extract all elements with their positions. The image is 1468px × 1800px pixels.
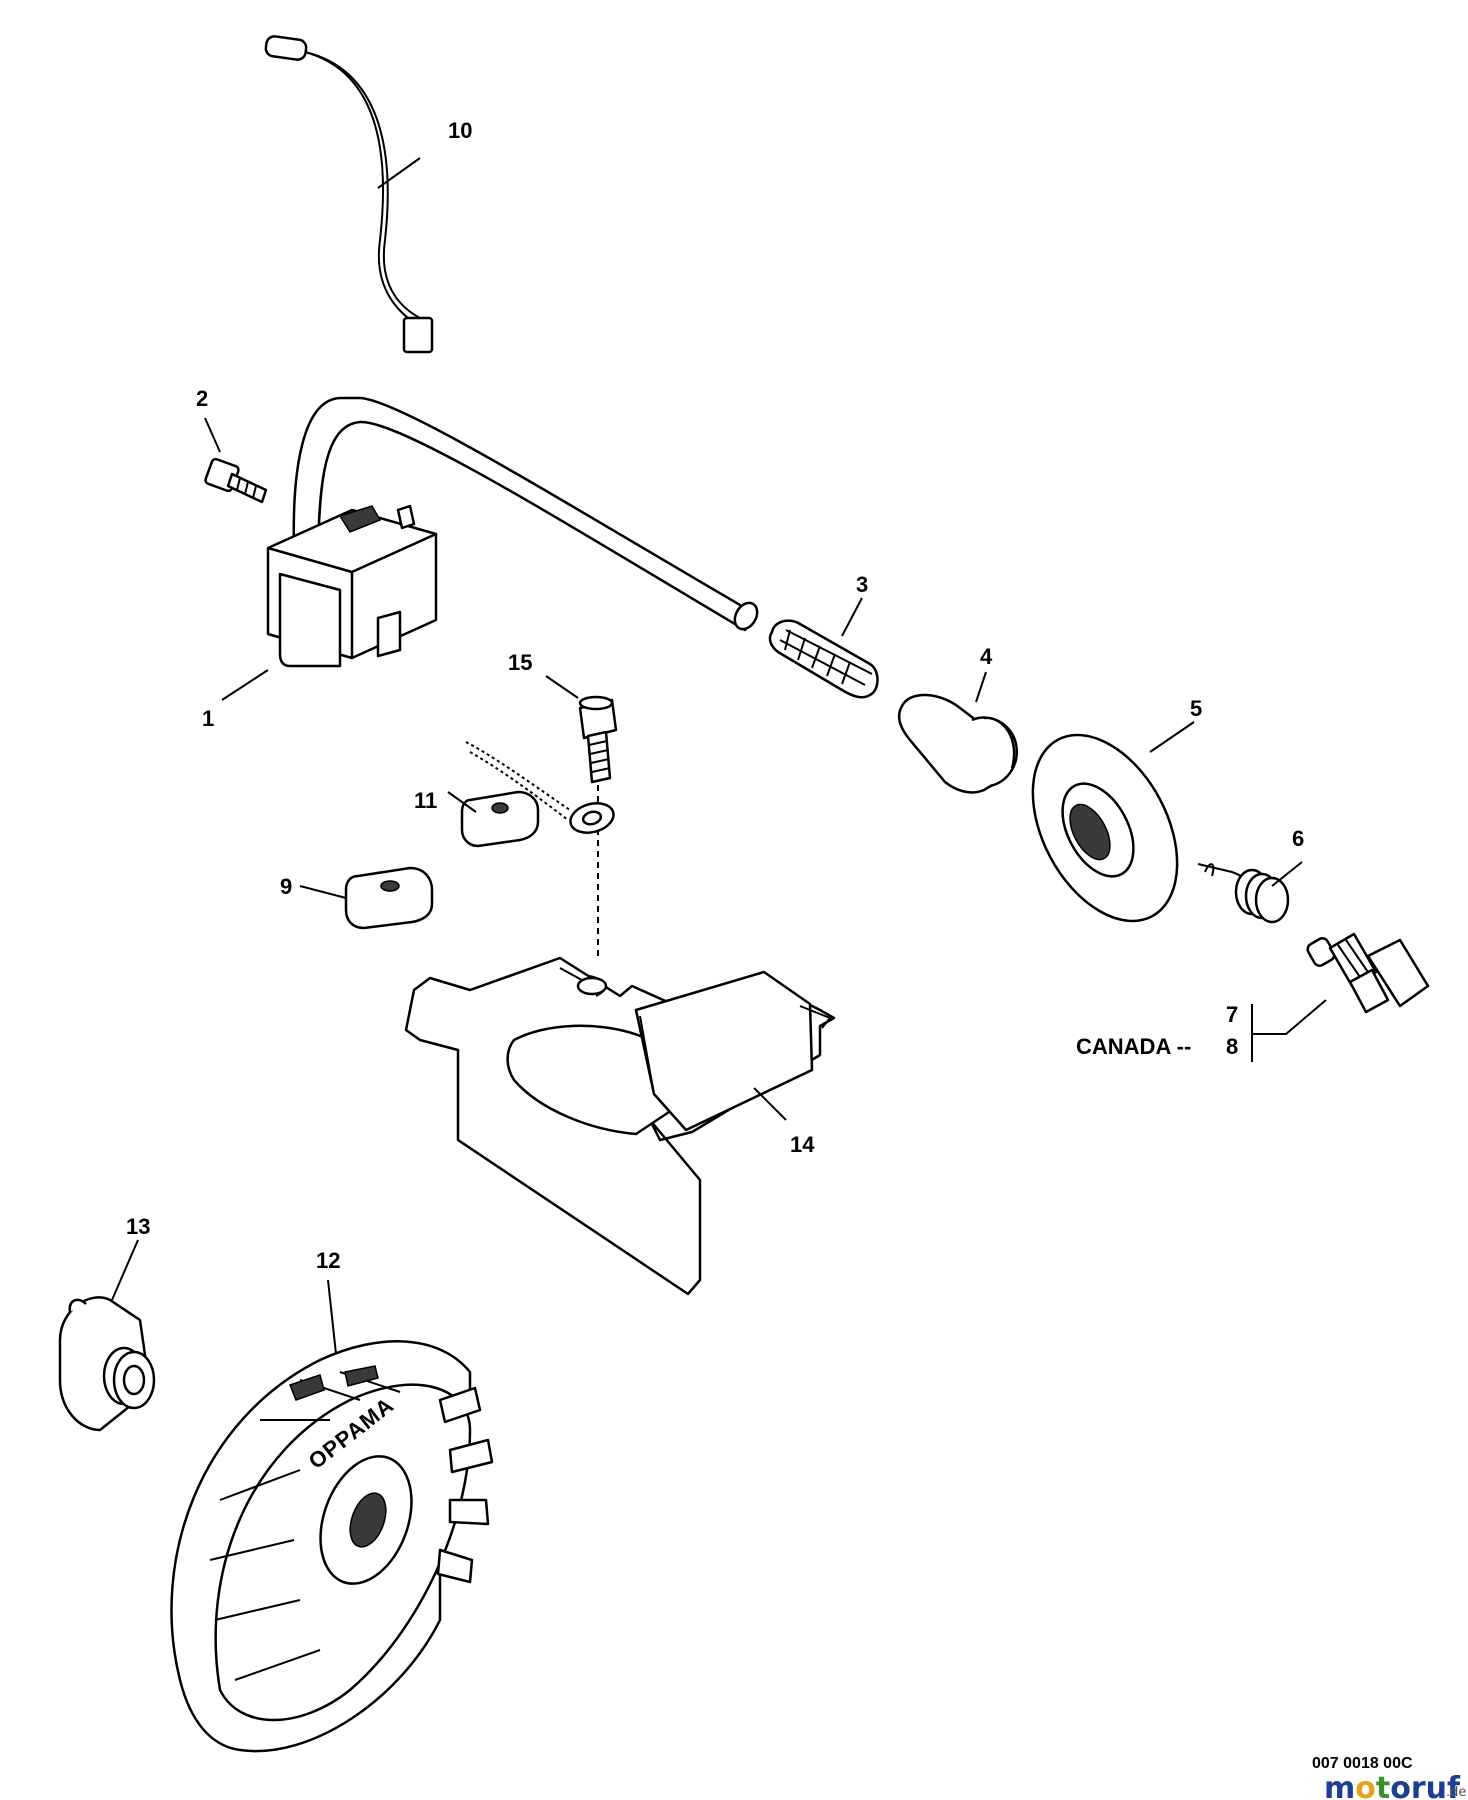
part-6-spring xyxy=(1197,863,1290,924)
watermark-letter: o xyxy=(1390,1771,1411,1800)
part-9-grommet xyxy=(344,866,434,930)
watermark-letter: t xyxy=(1376,1771,1390,1800)
callout-6: 6 xyxy=(1292,826,1304,851)
part-2-screw xyxy=(204,457,268,504)
canada-note: CANADA -- xyxy=(1076,1034,1191,1059)
part-12-flywheel: OPPAMA xyxy=(170,1340,494,1753)
part-13-hub xyxy=(58,1296,156,1432)
leader-11 xyxy=(447,791,477,813)
leader-9 xyxy=(299,885,347,899)
callout-12: 12 xyxy=(316,1248,340,1273)
part-3-sleeve xyxy=(768,619,879,699)
leader-7-8 xyxy=(1251,999,1327,1062)
leader-lines xyxy=(111,157,1327,1355)
callout-5: 5 xyxy=(1190,696,1202,721)
watermark-letter: f xyxy=(1447,1771,1461,1800)
leader-10 xyxy=(377,157,421,189)
ground-wire xyxy=(465,741,615,834)
callout-15: 15 xyxy=(508,650,532,675)
callout-10: 10 xyxy=(448,118,472,143)
part-5-cap xyxy=(1031,733,1179,923)
watermark-letter: o xyxy=(1355,1771,1376,1800)
callout-4: 4 xyxy=(980,644,993,669)
leader-5 xyxy=(1149,721,1195,753)
callout-labels: 10 2 1 3 4 5 6 7 CANADA -- 8 15 11 9 14 … xyxy=(126,118,1304,1273)
leader-4 xyxy=(975,671,987,703)
leader-2 xyxy=(204,417,221,453)
part-7-8-spark-plug xyxy=(1306,932,1430,1014)
callout-11: 11 xyxy=(414,788,437,813)
callout-13: 13 xyxy=(126,1214,150,1239)
leader-14 xyxy=(753,1087,787,1121)
watermark-letter: u xyxy=(1426,1771,1447,1800)
callout-1: 1 xyxy=(202,706,214,731)
leader-13 xyxy=(111,1239,139,1301)
leader-1 xyxy=(221,669,269,701)
leader-12 xyxy=(327,1279,337,1355)
callout-3: 3 xyxy=(856,572,868,597)
part-11-grommet xyxy=(460,790,540,848)
part-15-bolt xyxy=(578,695,618,960)
callout-14: 14 xyxy=(790,1132,815,1157)
leader-3 xyxy=(841,597,863,637)
part-10-wire-lead xyxy=(264,35,434,354)
watermark-suffix: .de xyxy=(1446,1785,1466,1800)
callout-9: 9 xyxy=(280,874,292,899)
part-1-ignition-coil xyxy=(266,396,759,668)
leader-15 xyxy=(545,675,579,699)
part-14-shroud-plate xyxy=(404,956,836,1296)
watermark-text: motoruf xyxy=(1324,1771,1461,1800)
callout-8: 8 xyxy=(1226,1034,1238,1059)
watermark-letter: m xyxy=(1324,1771,1355,1800)
leader-6 xyxy=(1271,861,1303,887)
drawing-id: 007 0018 00C xyxy=(1312,1755,1413,1772)
callout-2: 2 xyxy=(196,386,208,411)
part-4-boot xyxy=(898,693,1019,794)
watermark: motoruf .de xyxy=(1324,1771,1466,1800)
watermark-letter: r xyxy=(1411,1771,1426,1800)
callout-7: 7 xyxy=(1226,1002,1238,1027)
